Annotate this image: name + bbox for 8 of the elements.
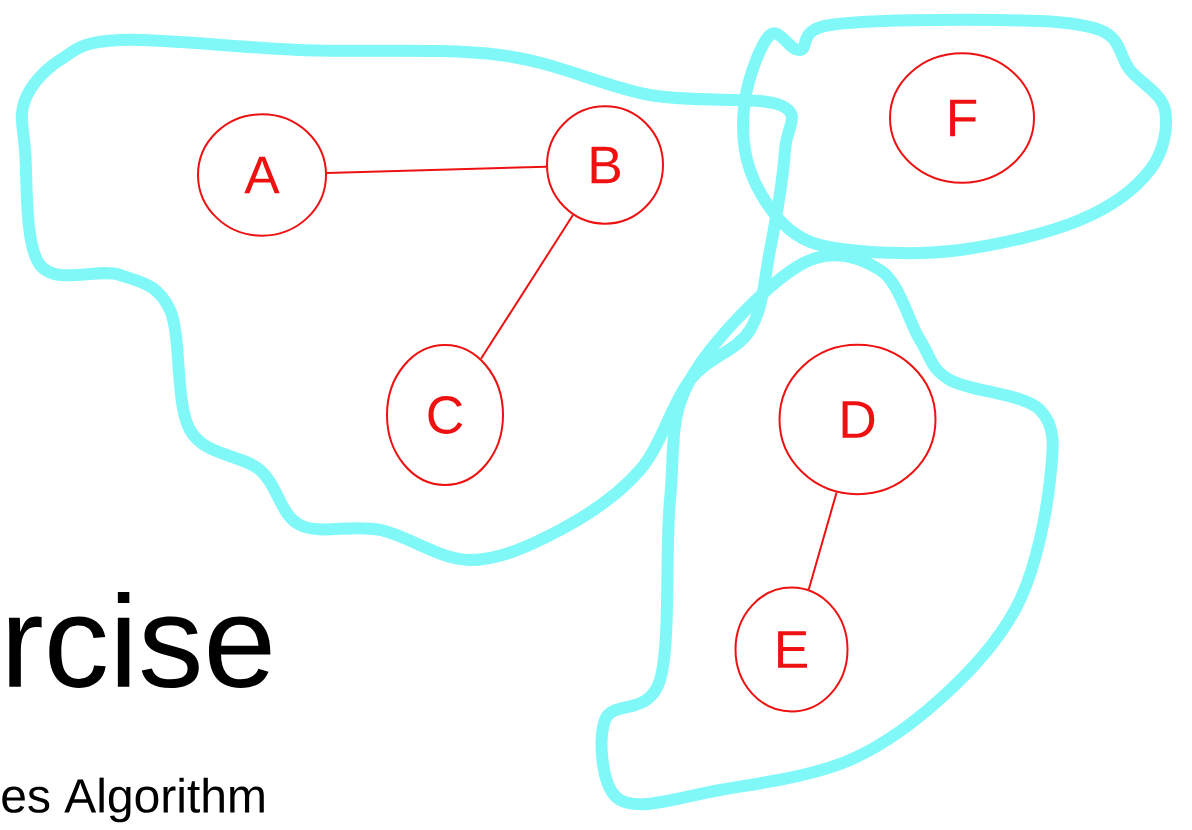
title-text: rcise [8,592,271,688]
connector-line [807,491,838,591]
cluster-outline [595,249,1059,811]
connector-line [325,165,548,175]
subtitle-text: es Algorithm [2,777,264,823]
connector-line [480,214,574,360]
cluster-outline [737,13,1173,260]
cluster-outline [15,33,798,566]
